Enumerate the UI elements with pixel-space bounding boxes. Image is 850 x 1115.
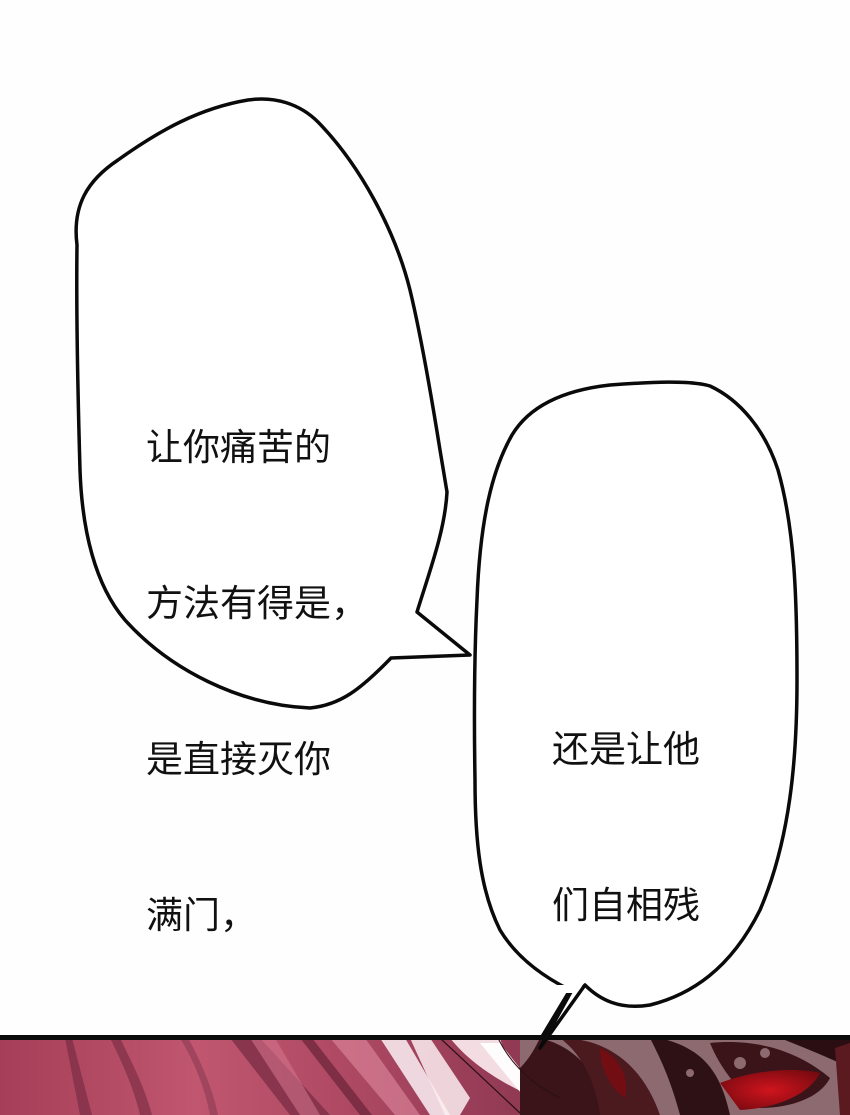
speech-bubble-1-outline [74,97,472,710]
bubble-1-line-1: 让你痛苦的 [146,426,331,469]
illustration-art [0,1038,850,1115]
illustration-strip [0,1038,850,1115]
speech-bubble-2-outline [472,380,799,1042]
bubble-1-line-4: 满门， [146,894,257,937]
bubble-1-line-2: 方法有得是， [146,582,368,625]
bubble-1-line-3: 是直接灭你 [146,738,331,781]
bubble-2-line-1: 还是让他 [552,728,700,771]
bubble-2-line-2: 们自相残 [552,884,700,927]
panel-border [0,1035,850,1040]
speech-bubble-1-text: 让你痛苦的 方法有得是， 是直接灭你 满门， [146,318,368,1046]
